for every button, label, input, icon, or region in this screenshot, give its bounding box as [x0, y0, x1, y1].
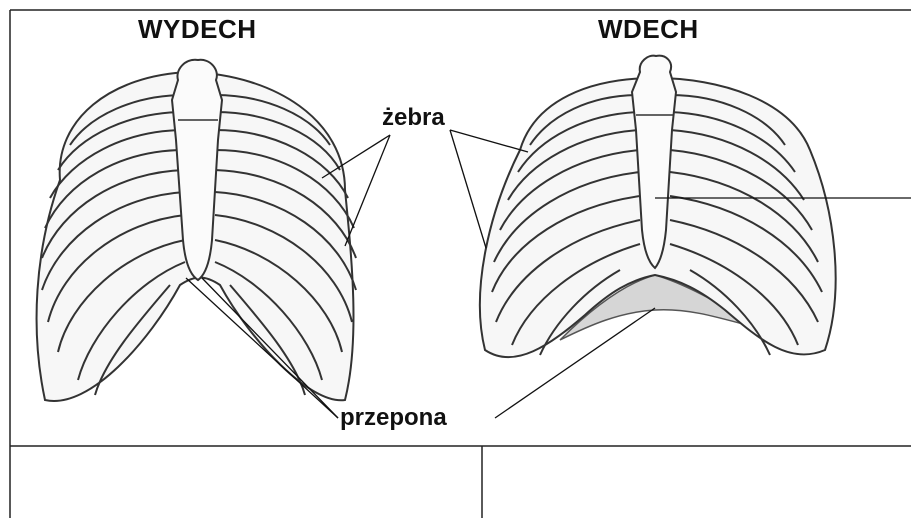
- label-ribs: żebra: [382, 104, 445, 132]
- table-cell-left[interactable]: [11, 447, 481, 517]
- title-exhale: WYDECH: [138, 14, 257, 45]
- label-diaphragm: przepona: [340, 404, 447, 432]
- title-inhale: WDECH: [598, 14, 699, 45]
- ribcage-inhale: [480, 56, 836, 357]
- ribcage-exhale: [37, 60, 356, 401]
- table-cell-right[interactable]: [483, 447, 910, 517]
